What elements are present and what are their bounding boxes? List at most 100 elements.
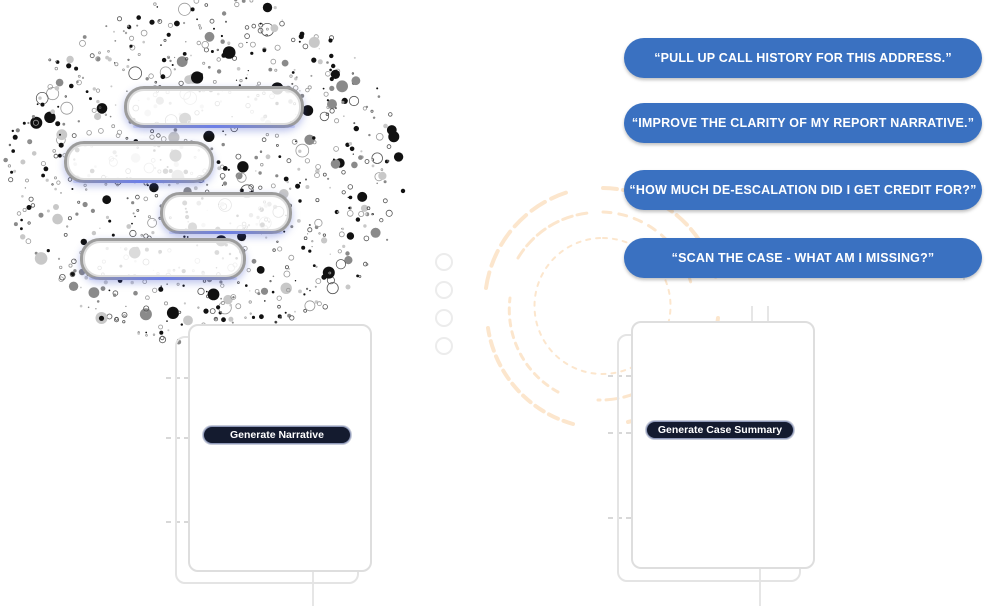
particle (283, 230, 286, 233)
particle (130, 280, 134, 285)
particle (190, 7, 195, 12)
particle (210, 50, 214, 53)
particle (377, 95, 381, 98)
particle (98, 315, 105, 321)
particle (178, 80, 184, 86)
particle (151, 231, 155, 235)
particle (10, 170, 14, 174)
generate-narrative-button[interactable]: Generate Narrative (203, 426, 351, 444)
particle (131, 201, 135, 205)
particle (160, 74, 166, 80)
particle (7, 164, 11, 168)
particle (82, 35, 87, 39)
particle (329, 68, 332, 72)
prompt-pill-call-history[interactable]: “PULL UP CALL HISTORY FOR THIS ADDRESS.” (624, 38, 982, 78)
particle (288, 267, 291, 270)
particle (108, 289, 111, 292)
particle (96, 300, 100, 303)
particle (221, 53, 227, 58)
particle (314, 172, 320, 179)
particle (351, 72, 355, 75)
particle (129, 229, 137, 238)
particle (126, 90, 128, 92)
particle (105, 55, 109, 60)
particle (246, 74, 248, 76)
particle (147, 217, 158, 228)
particle (274, 133, 279, 138)
particle (338, 231, 345, 238)
particle (66, 55, 74, 64)
particle (345, 284, 351, 290)
particle (224, 133, 227, 136)
prompt-pill-report-clarity[interactable]: “IMPROVE THE CLARITY OF MY REPORT NARRAT… (624, 103, 982, 143)
particle (341, 190, 346, 195)
particle (299, 181, 301, 184)
particle (124, 31, 128, 35)
particle (142, 279, 148, 284)
particle (59, 274, 66, 281)
particle (220, 300, 225, 305)
particle (122, 30, 125, 33)
particle (360, 204, 369, 212)
particle (132, 212, 135, 215)
particle (271, 290, 275, 294)
particle (272, 275, 275, 278)
particle (237, 281, 240, 284)
particle (180, 323, 183, 326)
particle (247, 70, 249, 72)
particle (209, 18, 215, 24)
particle (206, 290, 208, 293)
prompt-pill-scan-case[interactable]: “SCAN THE CASE - WHAT AM I MISSING?” (624, 238, 982, 278)
particle (222, 181, 228, 186)
particle (77, 120, 81, 123)
particle (352, 153, 354, 155)
particle (51, 183, 54, 186)
particle (259, 22, 262, 25)
particle (125, 136, 129, 140)
particle (54, 66, 58, 71)
particle (302, 105, 314, 116)
particle (262, 48, 267, 53)
particle (250, 51, 254, 55)
particle (98, 106, 102, 109)
particle (370, 109, 374, 113)
particle (38, 96, 42, 100)
particle (114, 104, 117, 106)
particle (38, 212, 44, 218)
particle (245, 284, 248, 287)
generate-case-summary-button[interactable]: Generate Case Summary (646, 421, 794, 439)
particle (249, 290, 251, 292)
particle (58, 276, 64, 282)
particle (325, 71, 331, 77)
particle (183, 235, 186, 238)
particle (231, 55, 237, 61)
particle (20, 159, 26, 165)
prompt-pill-de-escalation[interactable]: “HOW MUCH DE-ESCALATION DID I GET CREDIT… (624, 170, 982, 210)
particle (104, 182, 108, 186)
particle (149, 182, 159, 193)
particle (166, 32, 171, 37)
particle (280, 282, 292, 294)
particle (196, 18, 199, 21)
particle (184, 75, 194, 84)
particle (54, 176, 58, 180)
particle (87, 306, 90, 309)
particle (129, 44, 136, 51)
particle (57, 105, 60, 108)
particle (149, 134, 155, 140)
particle (167, 329, 170, 332)
particle (153, 219, 155, 222)
particle (89, 97, 92, 101)
particle (105, 25, 108, 28)
particle (66, 225, 69, 228)
particle (228, 316, 234, 322)
particle (237, 232, 247, 242)
particle (341, 170, 346, 175)
particle (382, 198, 388, 204)
particle (126, 65, 130, 68)
particle (74, 66, 79, 71)
particle (178, 2, 192, 16)
particle (3, 157, 8, 163)
particle (289, 187, 292, 190)
particle (315, 168, 320, 174)
